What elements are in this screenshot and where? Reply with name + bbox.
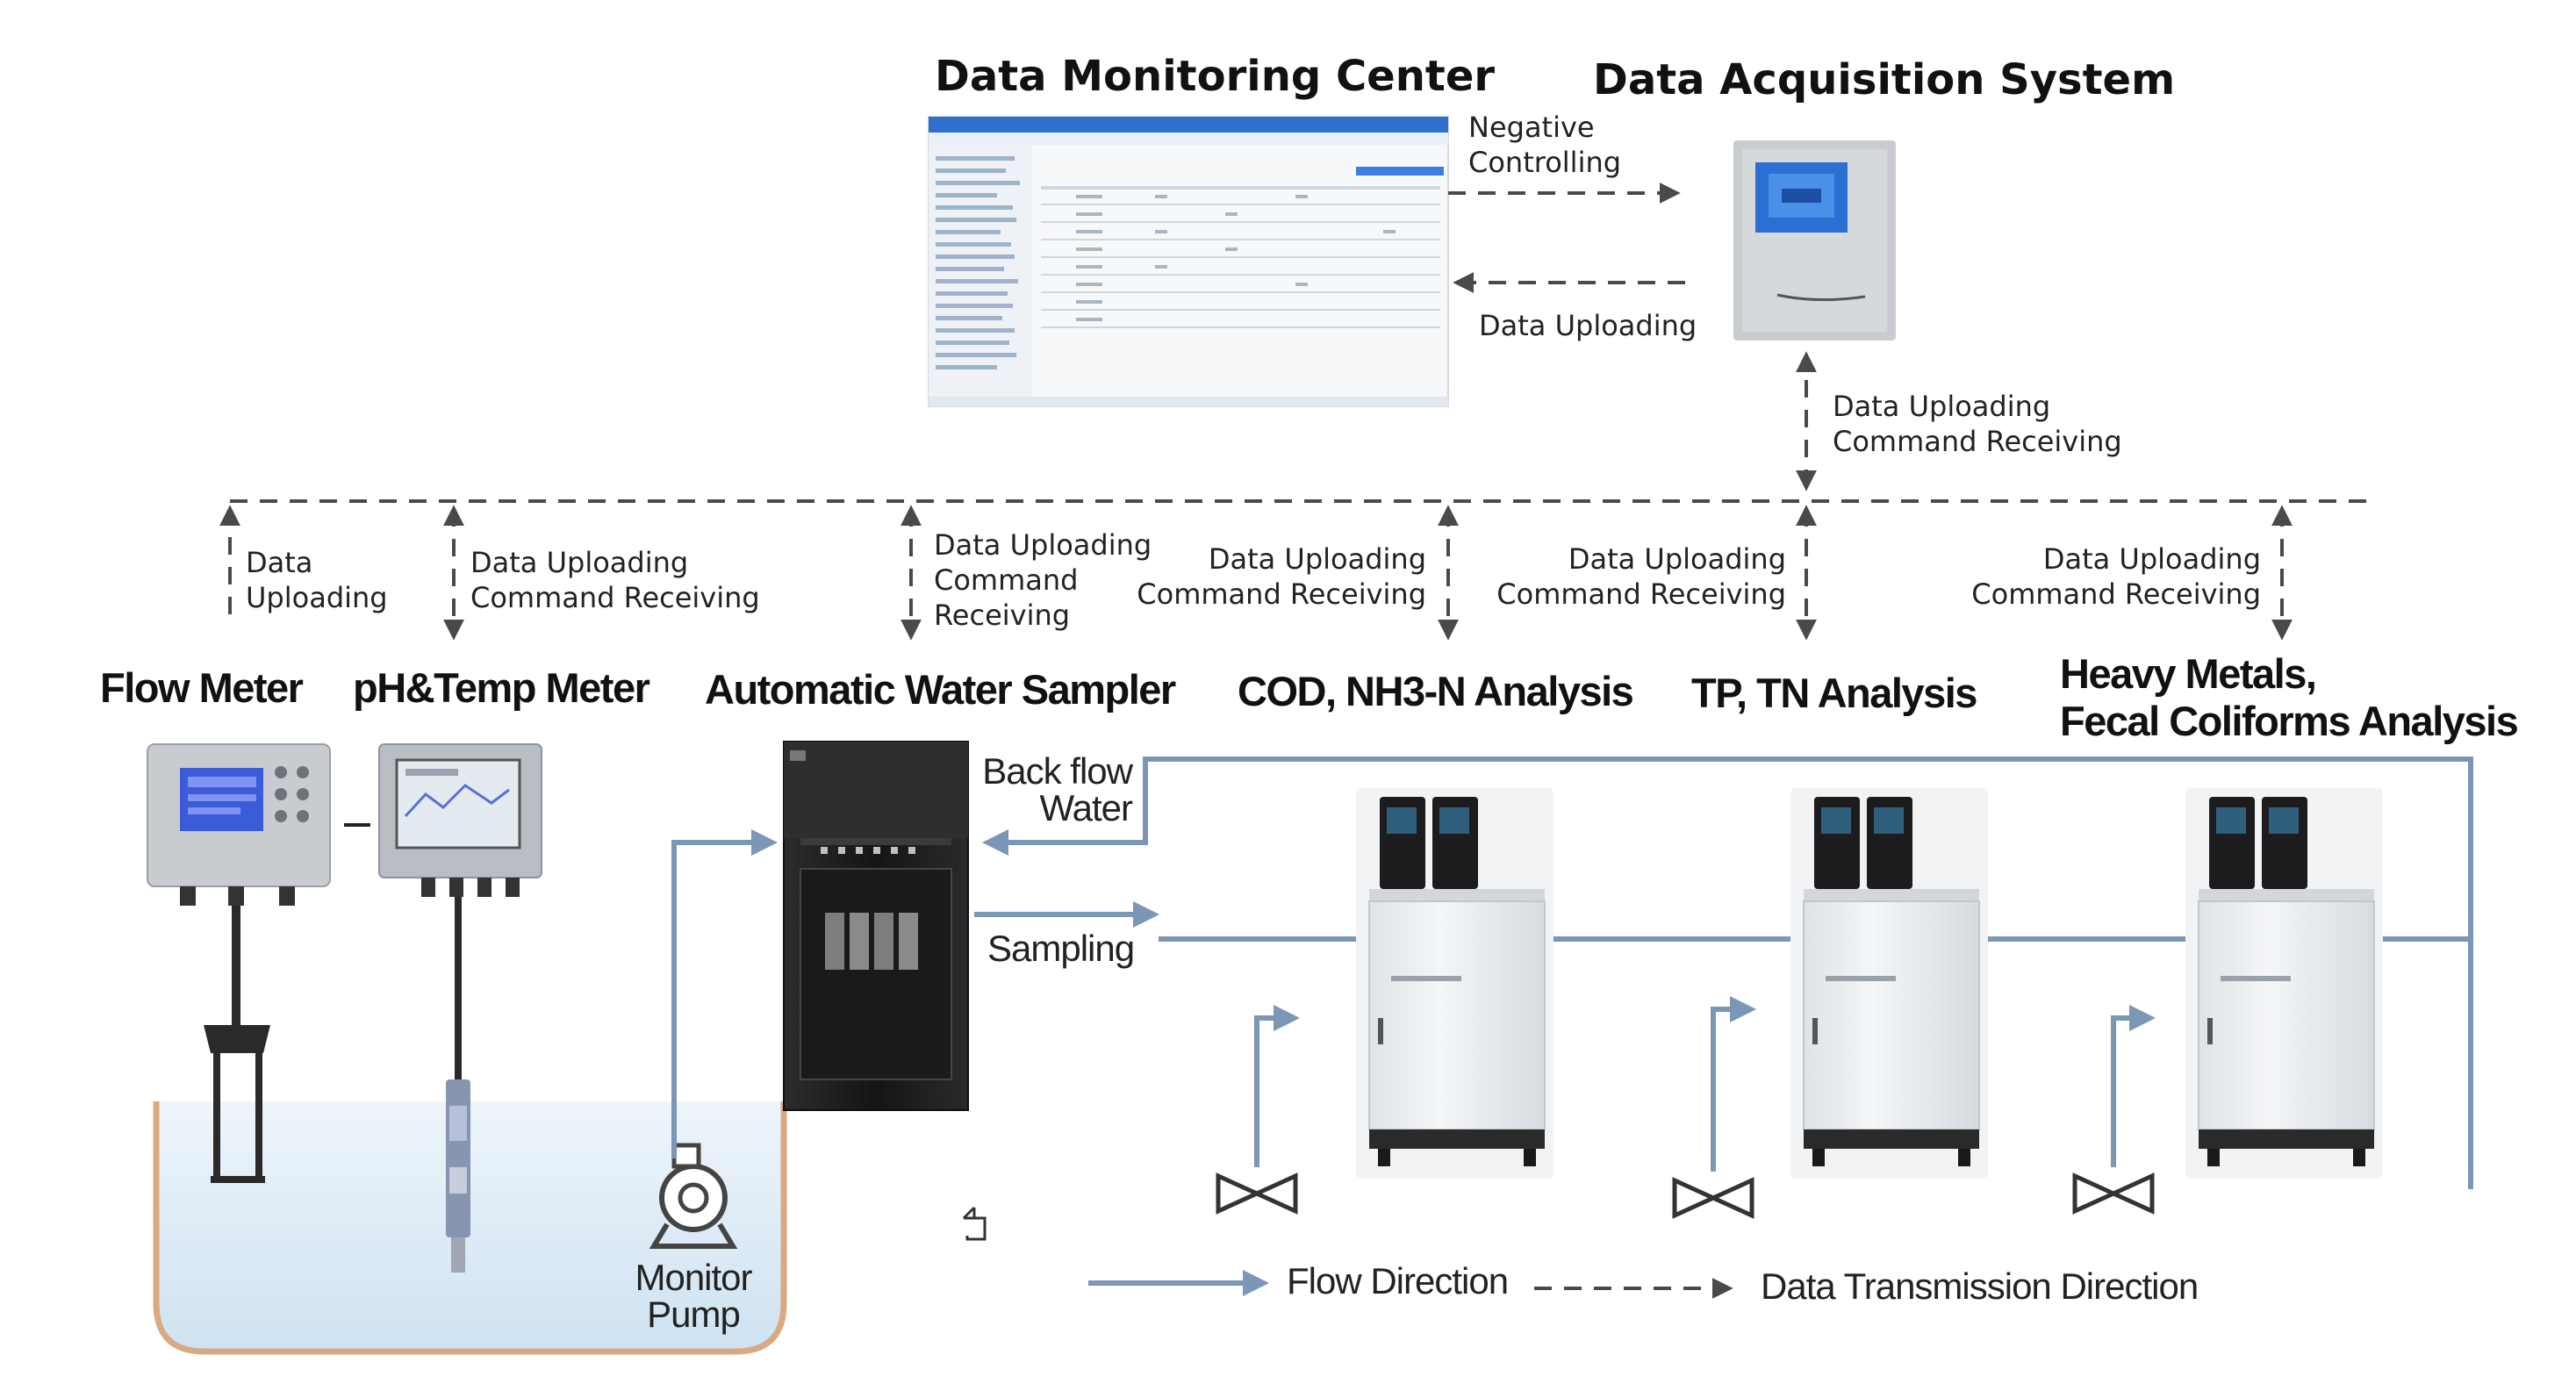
drop-label-ph-1: Data Uploading bbox=[470, 546, 688, 579]
negative-controlling-label-1: Negative bbox=[1468, 111, 1595, 144]
device-tp-title: TP, TN Analysis bbox=[1691, 670, 1977, 716]
valve-icon bbox=[1672, 1177, 1754, 1219]
monitoring-center-screen bbox=[928, 116, 1449, 407]
drop-label-sampler-2: Command bbox=[934, 563, 1078, 597]
drop-label-cod-2: Command Receiving bbox=[1137, 577, 1426, 611]
pump-to-sampler-pipe bbox=[671, 829, 778, 1158]
negative-controlling-label-2: Controlling bbox=[1468, 146, 1621, 179]
valve-feed-tp bbox=[1672, 996, 1756, 1219]
backflow-label-2: Water bbox=[1040, 787, 1133, 828]
water-sampler-device bbox=[783, 741, 969, 1111]
device-sampler-title: Automatic Water Sampler bbox=[705, 666, 1176, 713]
acquisition-link-label-1: Data Uploading bbox=[1833, 390, 2050, 423]
drop-label-heavy-2: Command Receiving bbox=[1971, 577, 2261, 611]
analyzer-cod bbox=[1356, 788, 1553, 1179]
device-flow-meter-title: Flow Meter bbox=[100, 664, 304, 711]
device-cod-title: COD, NH3-N Analysis bbox=[1238, 668, 1633, 714]
monitoring-center-title: Data Monitoring Center bbox=[935, 52, 1495, 101]
acquisition-device bbox=[1733, 140, 1896, 341]
device-heavy-title-2: Fecal Coliforms Analysis bbox=[2060, 698, 2518, 744]
legend-flow-label: Flow Direction bbox=[1287, 1260, 1508, 1301]
acquisition-link-label-2: Command Receiving bbox=[1833, 425, 2122, 458]
drop-label-tp-2: Command Receiving bbox=[1496, 577, 1786, 611]
analyzer-tp bbox=[1790, 788, 1988, 1179]
drop-label-flow-2: Uploading bbox=[246, 581, 388, 614]
sampling-label: Sampling bbox=[987, 928, 1134, 969]
ph-meter-device bbox=[378, 743, 542, 1273]
device-heavy-title-1: Heavy Metals, bbox=[2060, 650, 2315, 697]
monitor-pump-label-2: Pump bbox=[647, 1294, 740, 1335]
valve-feed-cod bbox=[1216, 1005, 1300, 1215]
drop-label-sampler-3: Receiving bbox=[934, 599, 1070, 632]
drop-label-cod-1: Data Uploading bbox=[1209, 542, 1426, 576]
drop-label-ph-2: Command Receiving bbox=[470, 581, 760, 614]
valve-icon bbox=[1216, 1172, 1298, 1215]
corner-mark-icon bbox=[962, 1206, 987, 1241]
legend-data-label: Data Transmission Direction bbox=[1761, 1266, 2198, 1307]
valve-feed-heavy bbox=[2072, 1005, 2156, 1215]
drop-label-heavy-1: Data Uploading bbox=[2043, 542, 2261, 576]
monitor-pump-label-1: Monitor bbox=[635, 1257, 752, 1298]
flow-meter-device bbox=[147, 743, 331, 1183]
data-uploading-label: Data Uploading bbox=[1479, 309, 1697, 342]
backflow-label-1: Back flow bbox=[982, 750, 1133, 792]
monitor-pump bbox=[649, 1143, 738, 1249]
valve-icon bbox=[2072, 1172, 2155, 1215]
drop-label-sampler-1: Data Uploading bbox=[934, 528, 1152, 562]
backflow-pipe bbox=[982, 756, 2473, 1189]
drop-label-tp-1: Data Uploading bbox=[1568, 542, 1786, 576]
acquisition-system-title: Data Acquisition System bbox=[1593, 55, 2175, 104]
device-ph-meter-title: pH&Temp Meter bbox=[353, 664, 650, 711]
drop-label-flow-1: Data bbox=[246, 546, 312, 579]
analyzer-heavy bbox=[2185, 788, 2383, 1179]
